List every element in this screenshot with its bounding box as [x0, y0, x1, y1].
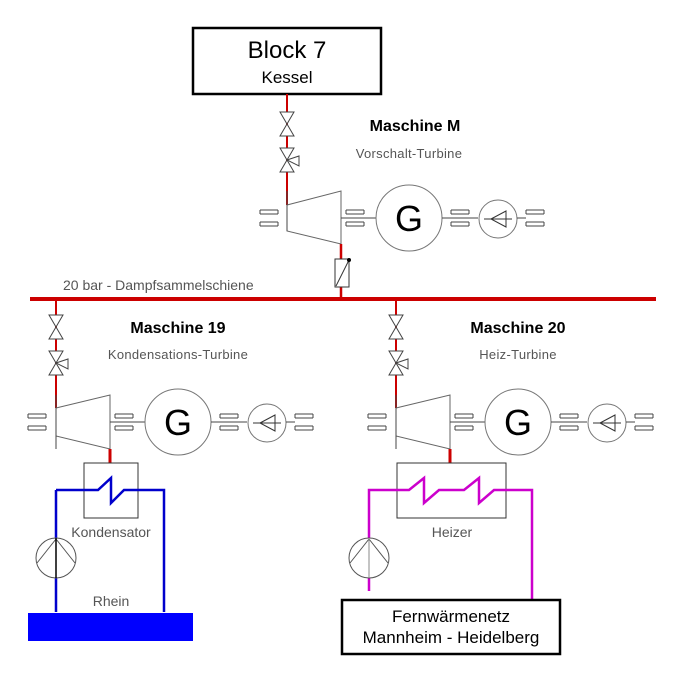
river-sink: [28, 613, 193, 641]
turbine-icon: [395, 394, 451, 450]
machine-19: G Kondensator Rhein Maschine 19 Kondensa…: [27, 299, 314, 641]
network-line2: Mannheim - Heidelberg: [363, 628, 540, 647]
machine-m-type: Vorschalt-Turbine: [356, 146, 463, 161]
turbine-icon: [55, 394, 111, 450]
coupling-icon: [259, 209, 279, 227]
coupling-icon: [27, 413, 47, 431]
district-heat-line: [367, 475, 534, 600]
valve-icon[interactable]: [279, 111, 295, 137]
network-line1: Fernwärmenetz: [392, 607, 510, 626]
machine-19-name: Maschine 19: [130, 320, 225, 337]
valve-icon[interactable]: [388, 314, 404, 340]
boiler-title: Block 7: [248, 37, 327, 64]
valve-icon[interactable]: [48, 314, 64, 340]
cooling-water-line: [56, 475, 166, 612]
pump-icon: [348, 537, 390, 579]
coupling-icon: [634, 413, 654, 431]
machine-m: G Maschine M Vorschalt-Turbine: [259, 94, 545, 299]
machine-19-type: Kondensations-Turbine: [108, 347, 248, 362]
coupling-icon: [367, 413, 387, 431]
pressure-reducer-icon: [334, 258, 351, 288]
generator-label: G: [395, 198, 423, 239]
steam-header-label: 20 bar - Dampfsammelschiene: [63, 277, 254, 293]
coupling-icon: [294, 413, 314, 431]
machine-20-name: Maschine 20: [470, 320, 565, 337]
machine-20: G Heizer Fernwärmenetz Mannheim - Heidel…: [340, 299, 654, 656]
control-valve-icon[interactable]: [279, 147, 300, 173]
boiler-subtitle: Kessel: [261, 68, 312, 87]
condenser-label: Kondensator: [71, 524, 151, 540]
machine-20-type: Heiz-Turbine: [479, 347, 557, 362]
turbine-icon: [286, 190, 342, 245]
machine-m-name: Maschine M: [370, 118, 461, 135]
coupling-icon: [525, 209, 545, 227]
pump-icon: [35, 537, 77, 579]
generator-label: G: [504, 402, 532, 443]
control-valve-icon[interactable]: [388, 350, 409, 376]
steam-header: 20 bar - Dampfsammelschiene: [30, 277, 656, 301]
heater-label: Heizer: [432, 524, 473, 540]
boiler-block: Block 7 Kessel: [191, 26, 383, 96]
heat-exchanger-icon: [396, 462, 507, 519]
generator-label: G: [164, 402, 192, 443]
district-heating-network: [340, 598, 562, 656]
river-label: Rhein: [93, 593, 130, 609]
control-valve-icon[interactable]: [48, 350, 69, 376]
